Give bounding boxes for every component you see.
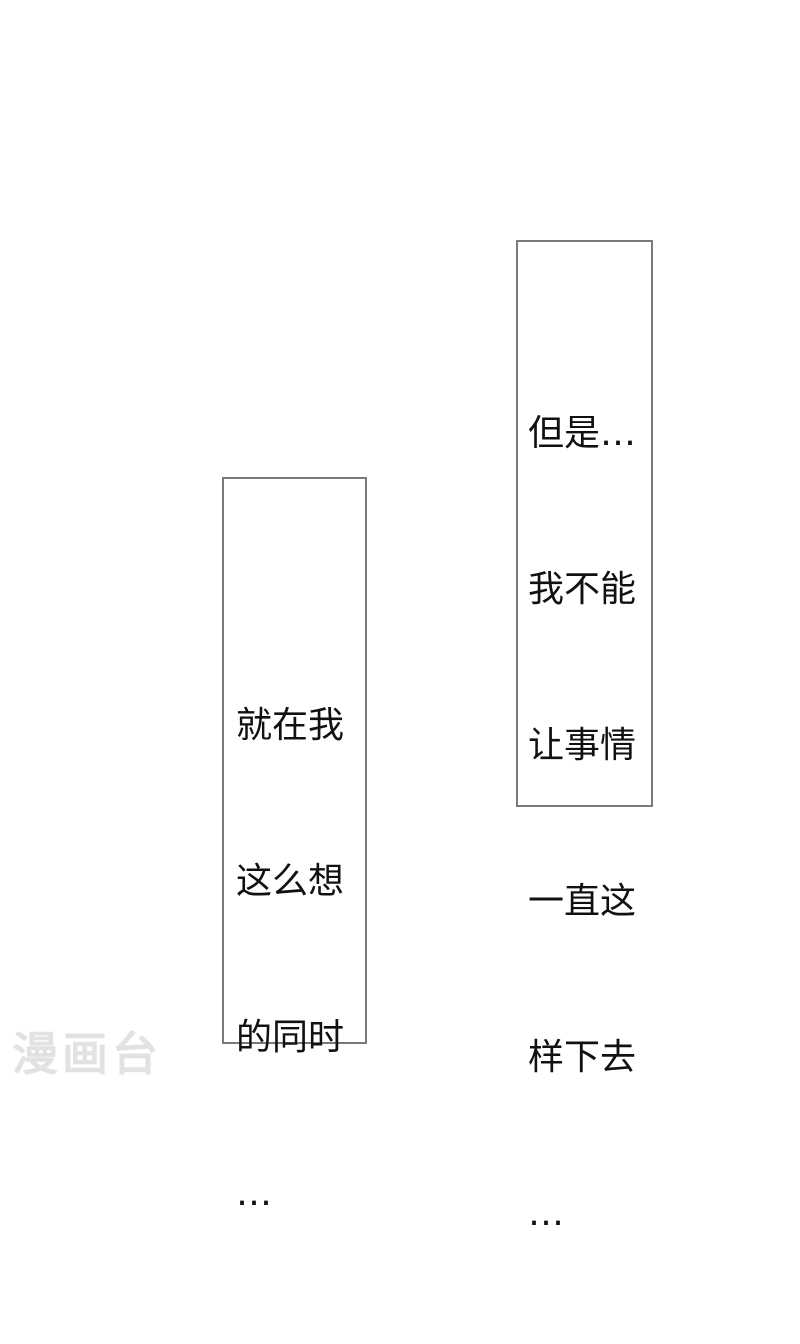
caption-line: 样下去 xyxy=(528,1037,637,1078)
caption-line: 这么想 xyxy=(236,861,345,902)
caption-ellipsis: … xyxy=(236,1173,274,1214)
caption-box-left: 就在我 这么想 的同时 … xyxy=(222,477,367,1214)
caption-line: 我不能 xyxy=(528,569,637,610)
caption-line: 让事情 xyxy=(528,725,637,766)
caption-line: 但是… xyxy=(528,413,637,454)
caption-line: 一直这 xyxy=(528,881,637,922)
caption-line: 的同时 xyxy=(236,1017,345,1058)
caption-box-right: 但是… 我不能 让事情 一直这 样下去 … xyxy=(516,240,653,1234)
caption-text-left: 就在我 这么想 的同时 … xyxy=(236,596,361,1324)
caption-ellipsis: … xyxy=(528,1193,566,1234)
watermark-logo: 漫画台 xyxy=(12,1027,162,1081)
caption-text-right: 但是… 我不能 让事情 一直这 样下去 … xyxy=(528,304,647,1344)
caption-line: 就在我 xyxy=(236,705,345,746)
